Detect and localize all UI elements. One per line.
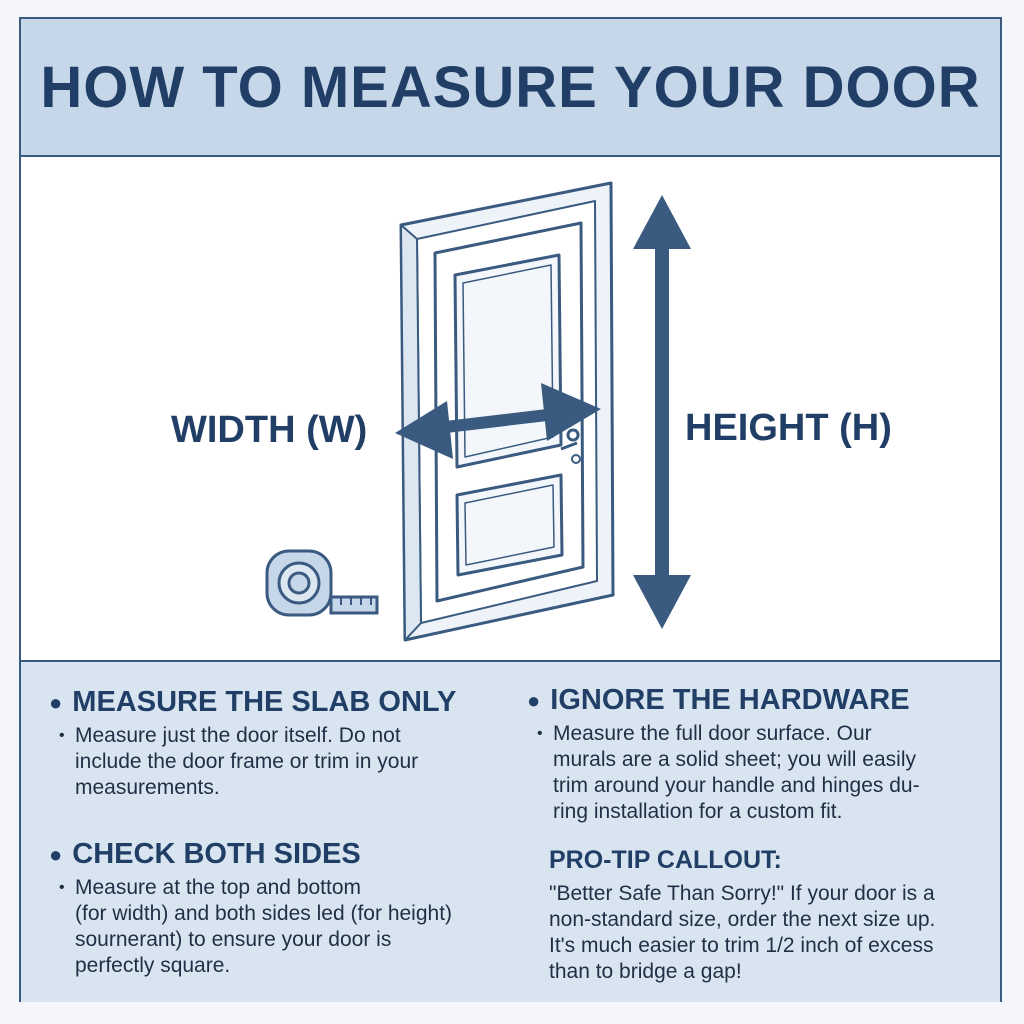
sub-bullet-icon: • (59, 727, 65, 744)
page-title: HOW TO MEASURE YOUR DOOR (40, 54, 981, 120)
protip-body: "Better Safe Than Sorry!" If your door i… (549, 882, 936, 983)
door-diagram (265, 181, 691, 642)
door-keyhole (571, 454, 581, 464)
tip-body: • Measure at the top and bottom (for wid… (59, 876, 453, 977)
door-illustration (399, 181, 615, 642)
door-handle (560, 428, 580, 451)
tip-heading: ● IGNORE THE HARDWARE (527, 684, 910, 716)
height-arrow (633, 195, 691, 629)
tip-heading: ● MEASURE THE SLAB ONLY (49, 686, 457, 718)
infographic-frame: HOW TO MEASURE YOUR DOOR (19, 17, 1002, 1002)
bullet-icon: ● (527, 687, 541, 713)
header-banner: HOW TO MEASURE YOUR DOOR (21, 19, 1000, 157)
sub-bullet-icon: • (59, 879, 65, 896)
tip-ignore-hardware: ● IGNORE THE HARDWARE • Measure the full… (527, 684, 920, 825)
tip-check-sides: ● CHECK BOTH SIDES • Measure at the top … (49, 838, 452, 979)
tape-measure-icon (265, 549, 379, 617)
bullet-icon: ● (49, 841, 63, 867)
tip-body: • Measure just the door itself. Do not i… (59, 724, 419, 799)
sub-bullet-icon: • (537, 725, 543, 742)
width-label: WIDTH (W) (171, 409, 368, 451)
instructions-panel: ● MEASURE THE SLAB ONLY • Measure just t… (21, 660, 1000, 1002)
door-lower-panel-inset (464, 484, 555, 566)
diagram-panel: WIDTH (W) HEIGHT (H) (21, 157, 1000, 660)
height-label: HEIGHT (H) (685, 407, 892, 449)
protip-callout: PRO-TIP CALLOUT: "Better Safe Than Sorry… (549, 846, 935, 985)
tip-heading: ● CHECK BOTH SIDES (49, 838, 361, 870)
tip-measure-slab: ● MEASURE THE SLAB ONLY • Measure just t… (49, 686, 456, 801)
width-arrow (395, 383, 601, 459)
door-upper-panel (453, 253, 563, 469)
protip-heading: PRO-TIP CALLOUT: (549, 846, 782, 874)
bullet-icon: ● (49, 689, 63, 715)
tip-body: • Measure the full door surface. Our mur… (537, 722, 920, 823)
